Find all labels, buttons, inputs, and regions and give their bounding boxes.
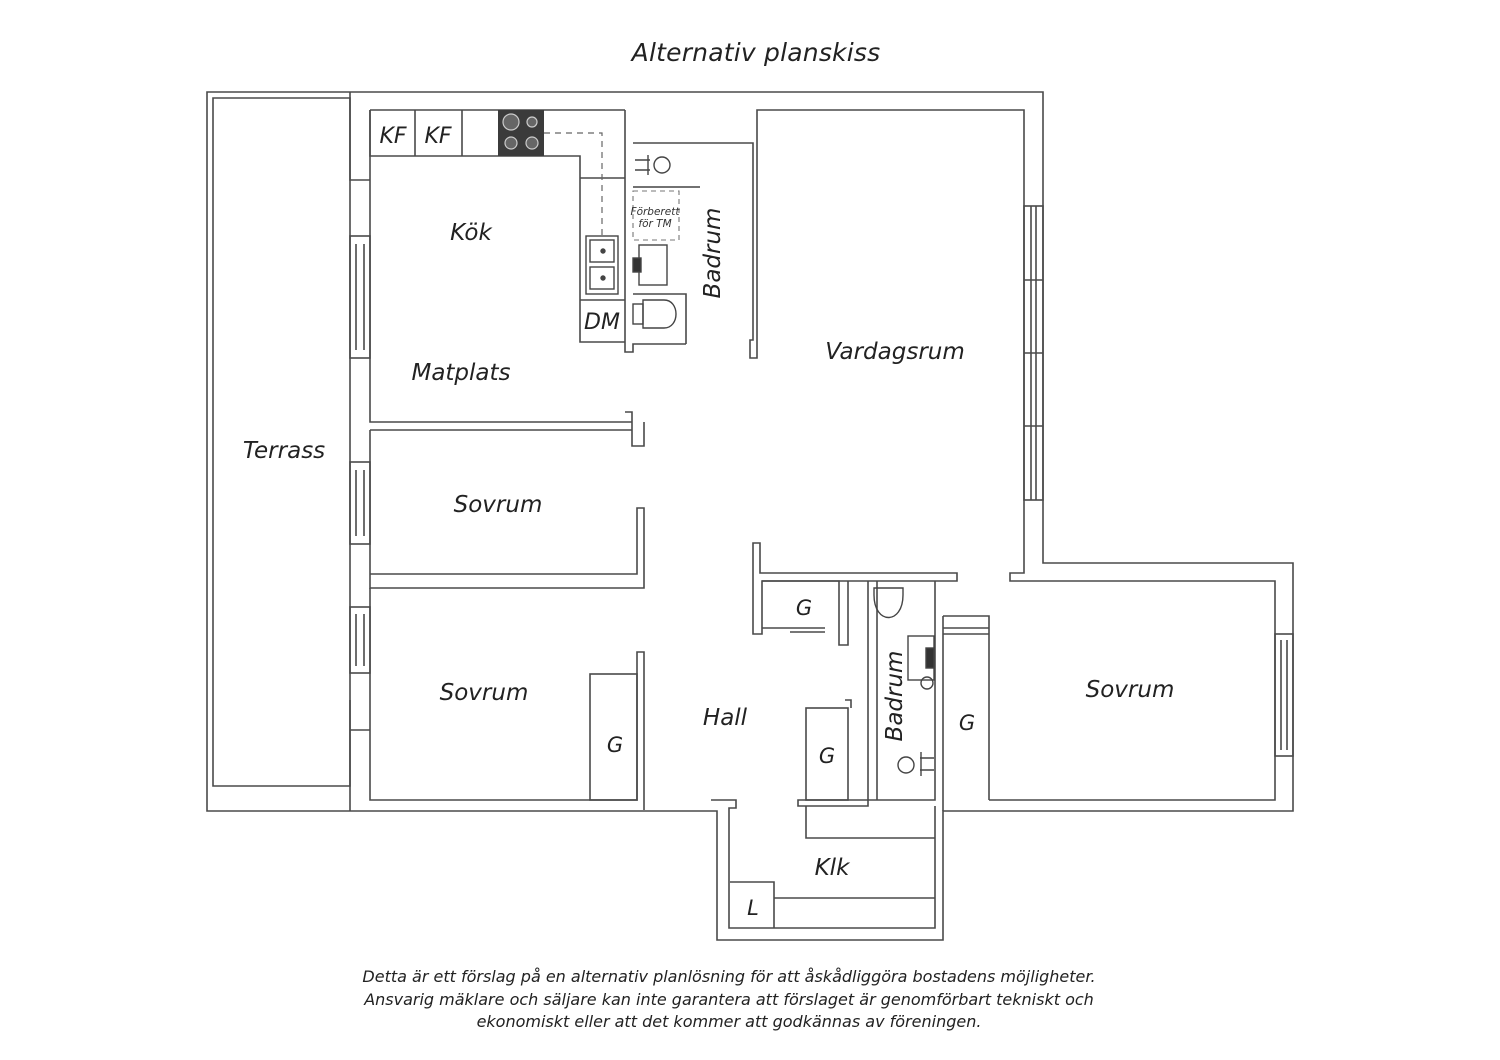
window-mullions — [1024, 206, 1043, 500]
room-label-hall: Hall — [703, 705, 748, 731]
toilet-icon — [632, 299, 677, 329]
kitchen-counter — [369, 110, 625, 343]
fixture-label-kf-1: KF — [379, 124, 406, 149]
fixture-label-l-klk: L — [747, 896, 759, 920]
dashed-upper-cabinet — [544, 132, 603, 236]
wardrobe-sovrum-2 — [589, 673, 638, 801]
fixture-label-g-hall-closet: G — [796, 596, 812, 620]
room-label-badrum-upper: Badrum — [700, 208, 726, 299]
lower-toilet-icon — [873, 587, 904, 619]
disclaimer-line-2: Ansvarig mäklare och säljare kan inte ga… — [364, 989, 1094, 1009]
room-label-sovrum-2: Sovrum — [440, 680, 529, 706]
terrace-wall — [349, 92, 370, 811]
shower-icon — [633, 155, 700, 188]
lower-bathroom-wall — [867, 581, 990, 811]
hall-closet-wall — [752, 542, 958, 635]
page-title: Alternativ planskiss — [631, 38, 881, 67]
fixture-label-dm: DM — [584, 310, 620, 335]
fixture-label-for-tm: för TM — [638, 218, 671, 230]
fixture-label-kf-2: KF — [424, 124, 451, 149]
fixture-label-g-sovrum-3: G — [959, 711, 975, 735]
disclaimer-text: Detta är ett förslag på en alternativ pl… — [0, 966, 1458, 1034]
room-label-sovrum-3: Sovrum — [1086, 677, 1175, 703]
disclaimer-line-1: Detta är ett förslag på en alternativ pl… — [362, 967, 1096, 986]
window-sovrum-3 — [1274, 633, 1294, 757]
room-label-vardagsrum: Vardagsrum — [825, 339, 965, 365]
window-sovrum-1 — [349, 461, 371, 545]
fixture-label-g-sovrum-2: G — [607, 733, 623, 757]
room-label-badrum-lower: Badrum — [882, 651, 908, 742]
window-kitchen — [349, 235, 371, 359]
disclaimer-line-3: ekonomiskt eller att det kommer att godk… — [476, 1012, 982, 1031]
inner-wall-line — [370, 109, 1276, 801]
room-label-matplats: Matplats — [411, 360, 510, 386]
klk-wall — [711, 799, 936, 929]
window-sovrum-2 — [349, 606, 371, 674]
sovrum-1-wall — [369, 429, 645, 589]
room-label-kok: Kök — [450, 220, 493, 246]
lower-washbasin-icon — [907, 635, 935, 690]
room-label-klk: Klk — [815, 855, 851, 881]
room-label-terrass: Terrass — [243, 438, 325, 464]
fixture-label-g-hall: G — [819, 744, 835, 768]
washbasin-icon — [632, 244, 668, 286]
kitchen-sink-icon — [585, 235, 619, 295]
upper-bathroom-wall — [633, 109, 762, 359]
room-label-sovrum-1: Sovrum — [454, 492, 543, 518]
fixture-label-forberett: Förberett — [631, 206, 681, 218]
stove-icon — [498, 110, 544, 156]
lower-shower-icon — [897, 752, 934, 776]
washing-machine-area — [632, 190, 680, 241]
